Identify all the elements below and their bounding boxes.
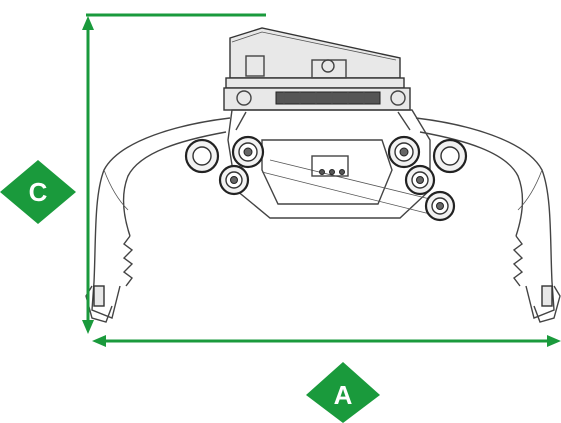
dimension-a-arrow-left xyxy=(92,335,106,347)
roller-right-bottom xyxy=(424,190,456,222)
dimension-c-arrow-bottom xyxy=(82,320,94,334)
dimension-a: A xyxy=(92,335,561,423)
roller-right-upper xyxy=(387,135,421,169)
dimension-c-arrow-top xyxy=(82,16,94,30)
roller-right-lower xyxy=(404,164,436,196)
roller-right-outer xyxy=(432,138,468,174)
roller-left-outer xyxy=(184,138,220,174)
dimension-a-badge: A xyxy=(306,362,380,423)
dimension-a-arrow-right xyxy=(547,335,561,347)
dimension-c: C xyxy=(0,13,266,334)
center-body xyxy=(227,109,435,219)
dimension-c-badge: C xyxy=(0,160,76,224)
right-jaw xyxy=(415,117,561,323)
pivot-rollers xyxy=(184,135,468,222)
roller-left-lower xyxy=(218,164,250,196)
dimension-c-label: C xyxy=(29,177,48,207)
grapple-drawing xyxy=(85,27,561,323)
motor-housing xyxy=(223,27,411,111)
roller-left-upper xyxy=(231,135,265,169)
dimension-a-label: A xyxy=(334,380,353,410)
